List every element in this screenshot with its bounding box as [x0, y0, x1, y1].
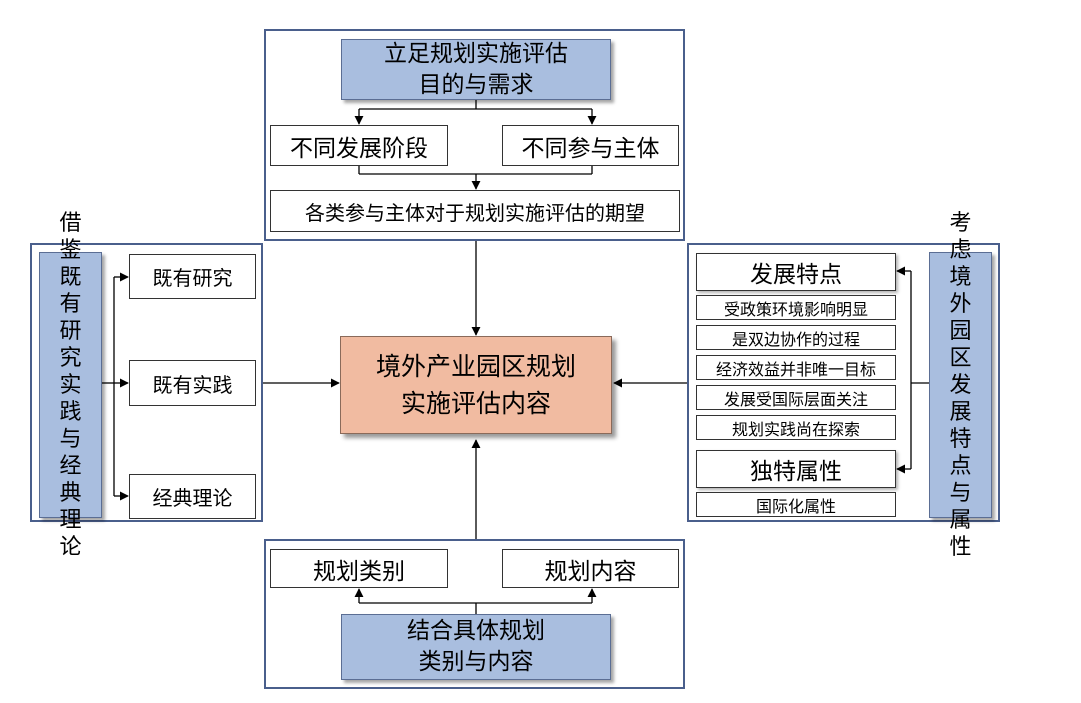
feature-item-label: 是双边协作的过程	[731, 329, 860, 349]
top-header-line1: 立足规划实施评估	[384, 40, 568, 67]
right-side-label-box: 考虑境外园区发展特点与属性	[929, 211, 992, 560]
bottom-header-line1: 结合具体规划	[407, 618, 545, 644]
feature-item-label: 受政策环境影响明显	[723, 299, 868, 319]
center-content-box: 境外产业园区规划 实施评估内容	[340, 336, 612, 434]
participant-label: 不同参与主体	[521, 135, 660, 162]
participant-box: 不同参与主体	[502, 125, 679, 166]
attribute-item-label: 国际化属性	[755, 496, 836, 516]
feature-item-label: 规划实践尚在探索	[731, 419, 860, 439]
development-stage-box: 不同发展阶段	[270, 125, 448, 166]
feature-item-box: 是双边协作的过程	[696, 325, 896, 350]
classic-theory-label: 经典理论	[152, 486, 233, 510]
left-side-label-box: 借鉴既有研究实践与经典理论	[39, 211, 102, 560]
attribute-item-box: 国际化属性	[696, 492, 896, 517]
existing-research-box: 既有研究	[129, 254, 256, 299]
plan-category-box: 规划类别	[270, 549, 448, 588]
left-side-label: 借鉴既有研究实践与经典理论	[59, 210, 82, 560]
plan-content-label: 规划内容	[544, 558, 637, 585]
development-stage-label: 不同发展阶段	[290, 135, 428, 162]
feature-item-box: 受政策环境影响明显	[696, 295, 896, 320]
development-features-title-box: 发展特点	[696, 253, 896, 291]
center-line1: 境外产业园区规划	[375, 352, 576, 381]
existing-practice-box: 既有实践	[129, 360, 256, 406]
expectation-box: 各类参与主体对于规划实施评估的期望	[270, 190, 680, 232]
feature-item-label: 经济效益并非唯一目标	[715, 359, 876, 379]
feature-item-box: 经济效益并非唯一目标	[696, 355, 896, 380]
feature-item-label: 发展受国际层面关注	[723, 389, 868, 409]
top-header-line2: 目的与需求	[418, 71, 534, 98]
plan-content-box: 规划内容	[502, 549, 679, 588]
unique-attributes-title: 独特属性	[750, 459, 842, 485]
plan-category-label: 规划类别	[313, 558, 405, 585]
existing-research-label: 既有研究	[152, 266, 233, 290]
development-features-title: 发展特点	[750, 262, 842, 288]
top-header-box: 立足规划实施评估 目的与需求	[341, 39, 611, 100]
unique-attributes-title-box: 独特属性	[696, 450, 896, 488]
right-side-label: 考虑境外园区发展特点与属性	[949, 210, 972, 560]
feature-item-box: 发展受国际层面关注	[696, 385, 896, 410]
center-line2: 实施评估内容	[400, 389, 551, 418]
bottom-header-box: 结合具体规划 类别与内容	[341, 614, 611, 680]
bottom-header-line2: 类别与内容	[418, 649, 534, 675]
existing-practice-label: 既有实践	[152, 372, 233, 397]
expectation-label: 各类参与主体对于规划实施评估的期望	[305, 200, 645, 225]
classic-theory-box: 经典理论	[129, 474, 256, 519]
feature-item-box: 规划实践尚在探索	[696, 415, 896, 440]
